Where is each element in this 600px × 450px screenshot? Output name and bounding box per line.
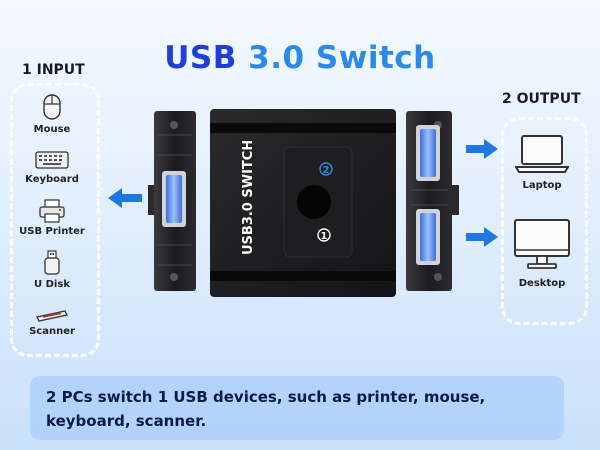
caption-box: 2 PCs switch 1 USB devices, such as prin… [30,376,564,440]
page-title: USB 3.0 Switch [0,40,600,76]
arrow-right-icon [466,139,498,159]
caption-text: 2 PCs switch 1 USB devices, such as prin… [46,388,486,430]
device-usb-printer: USB Printer [7,199,97,237]
arrow-left-icon [108,188,142,208]
usb-disk-icon [44,250,60,275]
output-device-group [501,117,588,325]
usb-switch-device: USB3.0 SWITCH 2 1 [148,109,459,297]
printer-icon [39,199,65,223]
device-label-scanner: Scanner [29,326,75,337]
mouse-icon [43,94,61,120]
device-label: USB3.0 SWITCH [241,140,256,255]
device-u-disk: U Disk [7,250,97,290]
device-label-mouse: Mouse [33,124,71,135]
device-label-u-disk: U Disk [34,279,70,290]
arrow-right-icon [466,227,498,247]
device-label-usb-printer: USB Printer [19,226,85,237]
device-keyboard: Keyboard [7,149,97,185]
device-laptop: Laptop [492,134,592,191]
device-label-laptop: Laptop [522,180,562,191]
title-usb: USB [164,40,237,76]
device-desktop: Desktop [492,218,592,289]
input-device-group [10,83,100,357]
title-switch: 3.0 Switch [248,40,436,76]
keyboard-icon [35,151,69,169]
port2-indicator: 2 [323,165,330,176]
scanner-icon [36,310,68,322]
output-heading: 2 OUTPUT [502,91,581,107]
desktop-icon [514,219,570,269]
device-mouse: Mouse [7,93,97,135]
laptop-icon [515,135,569,173]
device-label-desktop: Desktop [518,278,566,289]
input-heading: 1 INPUT [22,62,85,78]
device-scanner: Scanner [7,307,97,337]
device-label-keyboard: Keyboard [25,174,79,185]
port1-indicator: 1 [321,231,328,242]
